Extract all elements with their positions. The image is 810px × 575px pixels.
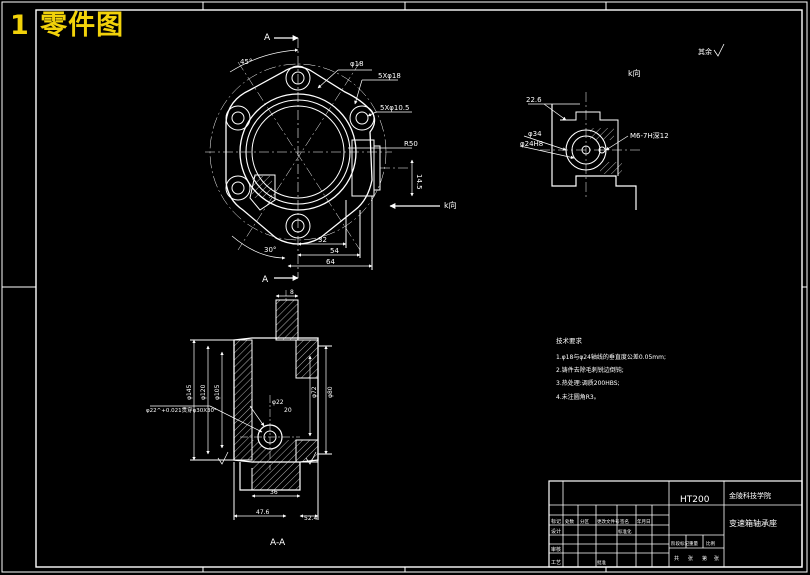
sheet-count-2: 张 bbox=[688, 555, 693, 562]
dim-72: φ72 bbox=[311, 386, 318, 398]
note-line-4: 4.未注圆角R3。 bbox=[556, 393, 600, 401]
cell-8: 阶段标记 bbox=[671, 540, 689, 547]
dim-phi24: φ24H8 bbox=[520, 140, 543, 148]
k-view-title: k向 bbox=[628, 68, 641, 78]
page-title: 1 零件图 bbox=[10, 10, 125, 41]
row-label-1: 标记 bbox=[551, 518, 561, 525]
dim-angle-30: 30° bbox=[264, 246, 276, 254]
title-block-text: HT200 金陵科技学院 变速箱轴承座 标记 设计 审核 工艺 处数 分区 更改… bbox=[551, 491, 777, 566]
dim-80: φ80 bbox=[327, 386, 334, 398]
dim-54: 54 bbox=[330, 247, 339, 255]
note-line-1: 1.φ18与φ24轴线的垂直度公差0.05mm; bbox=[556, 353, 666, 361]
hole-callout: φ22^+0.021贯穿φ30X30° bbox=[146, 406, 217, 414]
cell-5: 年月日 bbox=[637, 518, 651, 525]
section-mark-bottom: A bbox=[262, 275, 269, 285]
section-mark-top: A bbox=[264, 33, 271, 43]
cell-7: 批准 bbox=[597, 559, 606, 566]
dim-v145: 14.5 bbox=[415, 174, 423, 190]
part-name-text: 变速箱轴承座 bbox=[729, 518, 777, 528]
note-line-2: 2.铸件去除毛刺锐边倒钝; bbox=[556, 366, 624, 374]
title-block bbox=[548, 480, 803, 568]
top-view bbox=[205, 35, 440, 281]
dim-145: φ145 bbox=[186, 384, 193, 400]
dim-120: φ120 bbox=[200, 384, 207, 400]
cell-4: 签名 bbox=[620, 518, 629, 525]
dim-thread: M6-7H深12 bbox=[630, 131, 669, 140]
dim-105: φ105 bbox=[214, 384, 221, 400]
cell-10: 比例 bbox=[706, 540, 715, 547]
dim-top-8: 8 bbox=[290, 289, 294, 296]
dim-r50: R50 bbox=[404, 140, 418, 148]
sheet-count-3: 第 bbox=[702, 555, 707, 562]
dim-226: 22.6 bbox=[526, 96, 542, 104]
dim-64: 64 bbox=[326, 258, 335, 266]
dim-32: 32 bbox=[318, 236, 327, 244]
cell-9: 重量 bbox=[689, 540, 698, 547]
technical-notes: 技术要求 1.φ18与φ24轴线的垂直度公差0.05mm; 2.铸件去除毛刺锐边… bbox=[556, 336, 666, 401]
school-text: 金陵科技学院 bbox=[729, 491, 771, 500]
dim-20: 20 bbox=[284, 407, 292, 414]
cell-1: 处数 bbox=[565, 518, 574, 525]
notes-heading: 技术要求 bbox=[556, 336, 583, 345]
k-view-arrow-label: k向 bbox=[444, 200, 457, 210]
roughness-label: 其余 bbox=[698, 47, 712, 56]
dim-5phi105: 5Xφ10.5 bbox=[380, 104, 409, 112]
dim-5phi18: 5Xφ18 bbox=[378, 72, 401, 80]
dim-angle-45: 45° bbox=[240, 58, 252, 66]
dim-phi18: φ18 bbox=[350, 60, 364, 68]
roughness-symbol: 其余 bbox=[698, 43, 725, 57]
k-view bbox=[519, 92, 640, 210]
dim-476: 47.6 bbox=[256, 509, 270, 516]
row-label-2: 设计 bbox=[551, 528, 561, 535]
cell-3: 更改文件号 bbox=[597, 518, 620, 525]
sheet-count-1: 共 bbox=[674, 555, 679, 562]
note-line-3: 3.热处理:调质200HBS; bbox=[556, 379, 620, 387]
top-view-labels: A A 45° φ18 5Xφ18 5Xφ10.5 R50 14.5 k向 32… bbox=[240, 33, 457, 285]
row-label-4: 工艺 bbox=[551, 560, 561, 566]
section-view bbox=[150, 290, 332, 520]
section-labels: 8 φ145 φ120 φ105 φ72 φ80 φ22 20 φ22^+0.0… bbox=[146, 289, 334, 548]
row-label-3: 审核 bbox=[551, 546, 561, 553]
section-title: A-A bbox=[270, 538, 286, 548]
sheet-count-4: 张 bbox=[714, 555, 719, 562]
dim-phi34: φ34 bbox=[528, 130, 542, 138]
cell-6: 标准化 bbox=[618, 528, 632, 535]
dim-phi22: φ22 bbox=[272, 399, 284, 406]
k-view-labels: k向 22.6 φ34 φ24H8 M6-7H深12 bbox=[520, 68, 669, 148]
material-text: HT200 bbox=[680, 495, 710, 505]
cell-2: 分区 bbox=[580, 518, 589, 525]
dim-524: 52.4 bbox=[304, 515, 318, 522]
dim-36: 36 bbox=[270, 489, 278, 496]
